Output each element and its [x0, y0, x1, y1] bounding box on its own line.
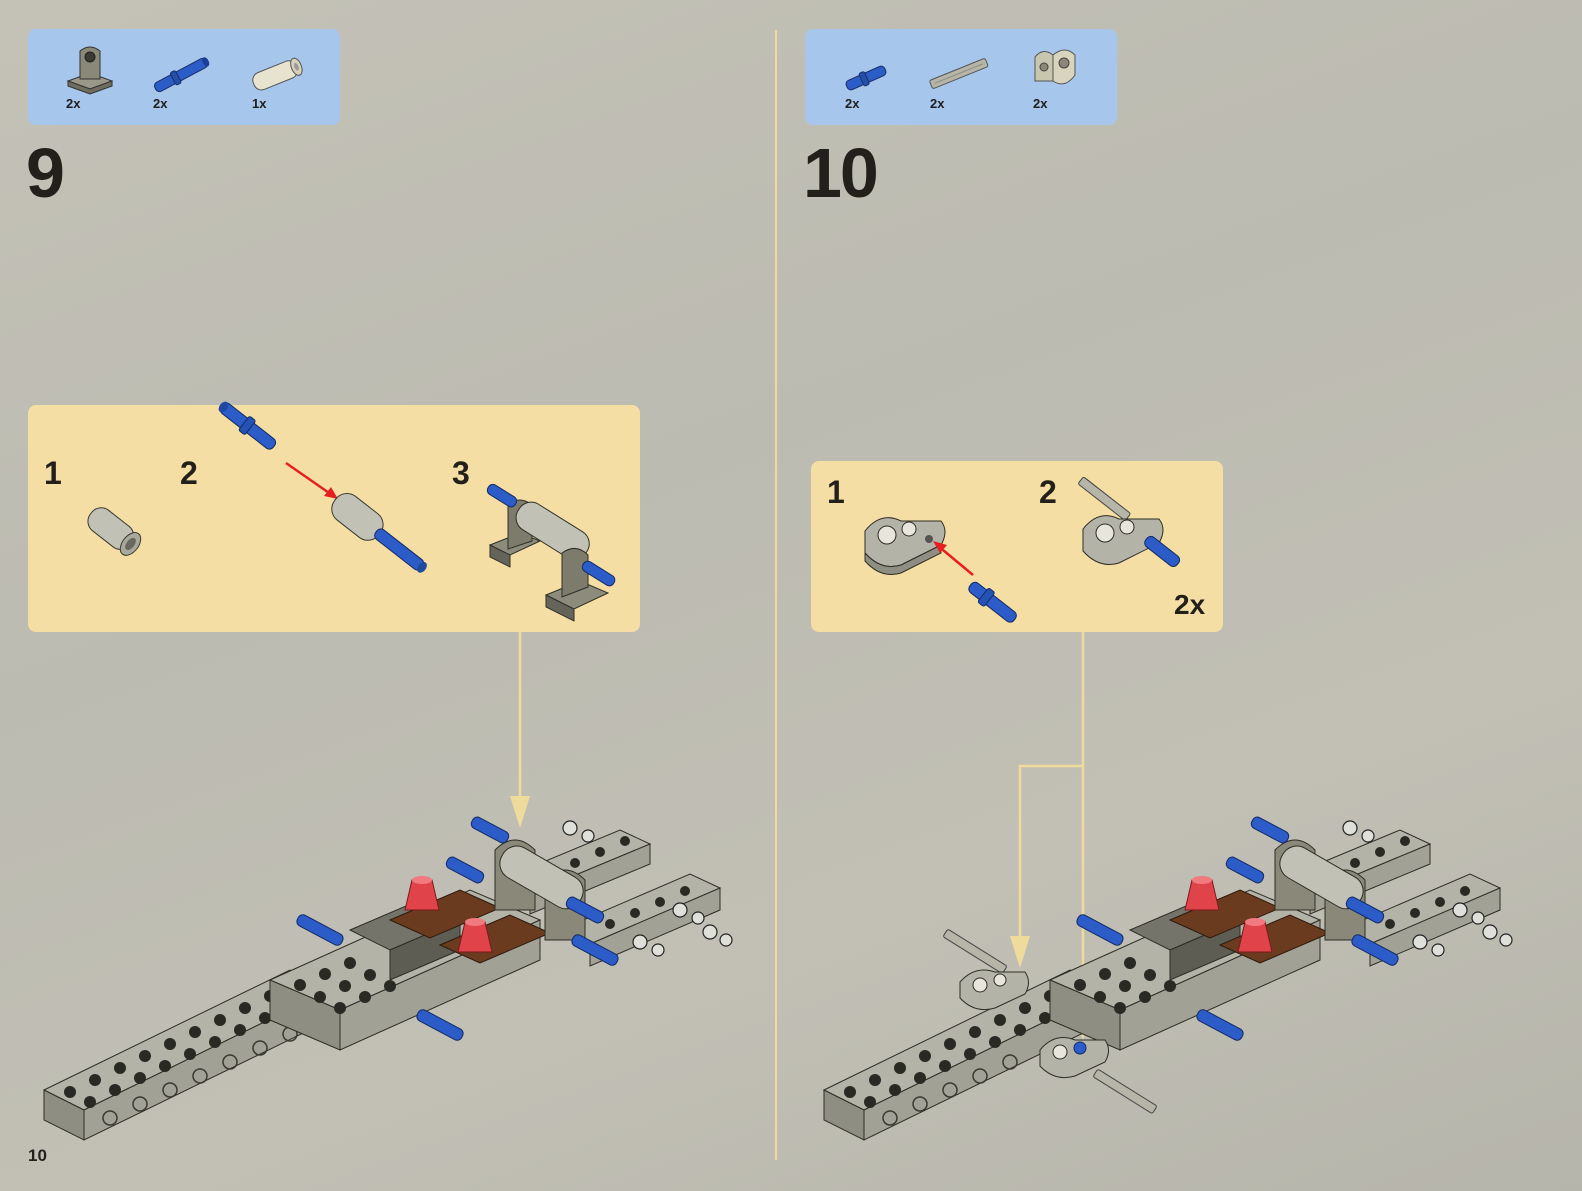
part-qty: 2x [1033, 96, 1048, 111]
axle-connector-part-icon [1034, 49, 1076, 85]
part-qty: 2x [66, 96, 81, 111]
bracket-assembly-illustration [486, 483, 616, 622]
blue-pin-part-icon [153, 57, 210, 93]
blue-pin-part-icon [845, 65, 887, 91]
substep-number: 3 [452, 455, 470, 491]
subassembly-multiplier: 2x [1174, 589, 1206, 620]
page-number: 10 [28, 1146, 47, 1165]
model-assembly-step-9 [42, 816, 733, 1141]
part-qty: 2x [845, 96, 860, 111]
substep-number: 2 [1039, 474, 1057, 510]
substep-number: 1 [827, 474, 845, 510]
tan-connector-part-icon [252, 57, 303, 91]
parts-list-step-9: 2x 2x 1x [28, 29, 340, 125]
part-qty: 1x [252, 96, 267, 111]
callout-arrow [510, 632, 530, 828]
pin-insert-illustration [218, 401, 427, 573]
connector-pin-insert-illustration [864, 517, 1017, 623]
connector-with-axle-illustration [1078, 476, 1181, 567]
subassembly-box-step-10: 1 2 2x [811, 461, 1223, 632]
connector-part-illustration [87, 507, 142, 556]
bracket-part-icon [66, 46, 114, 95]
step-number: 10 [803, 134, 879, 212]
gray-axle-part-icon [929, 58, 989, 89]
subassembly-box-step-9: 1 2 3 [28, 401, 640, 632]
step-number: 9 [26, 134, 65, 212]
page-divider [775, 30, 777, 1160]
model-assembly-step-10 [822, 816, 1513, 1141]
part-qty: 2x [930, 96, 945, 111]
substep-number: 2 [180, 455, 198, 491]
parts-list-step-10: 2x 2x 2x [805, 29, 1117, 125]
substep-number: 1 [44, 455, 62, 491]
part-qty: 2x [153, 96, 168, 111]
